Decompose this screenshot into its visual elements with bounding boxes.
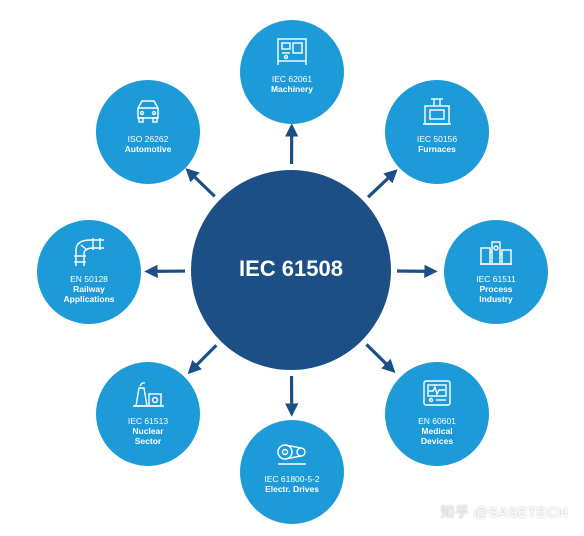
- watermark-handle: @SASETECH: [473, 504, 568, 520]
- node-process-industry: IEC 61511 Process Industry: [444, 220, 548, 324]
- node-label: Devices: [420, 436, 454, 446]
- arrow-automotive: [185, 168, 216, 198]
- node-automotive: ISO 26262 Automotive: [96, 80, 200, 184]
- furnace-icon: [419, 96, 455, 128]
- node-electric-drives: IEC 61800-5-2 Electr. Drives: [240, 420, 344, 524]
- node-standard: EN 50128: [70, 274, 108, 284]
- arrow-furnaces: [366, 169, 398, 199]
- node-standard: IEC 61800-5-2: [264, 474, 320, 484]
- node-railway-applications: EN 50128 Railway Applications: [37, 220, 141, 324]
- node-machinery: IEC 62061 Machinery: [240, 20, 344, 124]
- node-standard: ISO 26262: [127, 134, 169, 144]
- machinery-icon: [274, 36, 310, 68]
- medical-monitor-icon: [419, 378, 455, 410]
- node-standard: EN 60601: [418, 416, 456, 426]
- watermark-cn: 知乎: [440, 504, 470, 520]
- node-label: Sector: [134, 436, 162, 446]
- arrow-medical: [365, 343, 396, 374]
- watermark: 知乎 @SASETECH: [440, 502, 568, 522]
- railway-track-icon: [71, 236, 107, 268]
- arrow-nuclear: [187, 344, 218, 375]
- node-furnaces: IEC 50156 Furnaces: [385, 80, 489, 184]
- node-label: Nuclear: [132, 426, 164, 436]
- nuclear-plant-icon: [130, 378, 166, 410]
- node-label: Applications: [63, 294, 115, 304]
- node-medical-devices: EN 60601 Medical Devices: [385, 362, 489, 466]
- node-label: Industry: [479, 294, 513, 304]
- node-standard: IEC 61513: [127, 416, 169, 426]
- car-icon: [130, 96, 166, 128]
- motor-drive-icon: [274, 436, 310, 468]
- central-standard-circle: IEC 61508: [191, 170, 391, 370]
- hub-title: IEC 61508: [239, 256, 343, 281]
- node-standard: IEC 62061: [271, 74, 313, 84]
- node-nuclear-sector: IEC 61513 Nuclear Sector: [96, 362, 200, 466]
- node-label: Furnaces: [418, 144, 456, 154]
- node-label: Electr. Drives: [265, 484, 319, 494]
- node-label: Process: [479, 284, 513, 294]
- node-label: Medical: [421, 426, 453, 436]
- process-plant-icon: [478, 236, 514, 268]
- node-label: Automotive: [124, 144, 172, 154]
- node-standard: IEC 50156: [416, 134, 458, 144]
- node-label: Machinery: [270, 84, 314, 94]
- node-label: Railway: [73, 284, 105, 294]
- node-standard: IEC 61511: [476, 274, 516, 284]
